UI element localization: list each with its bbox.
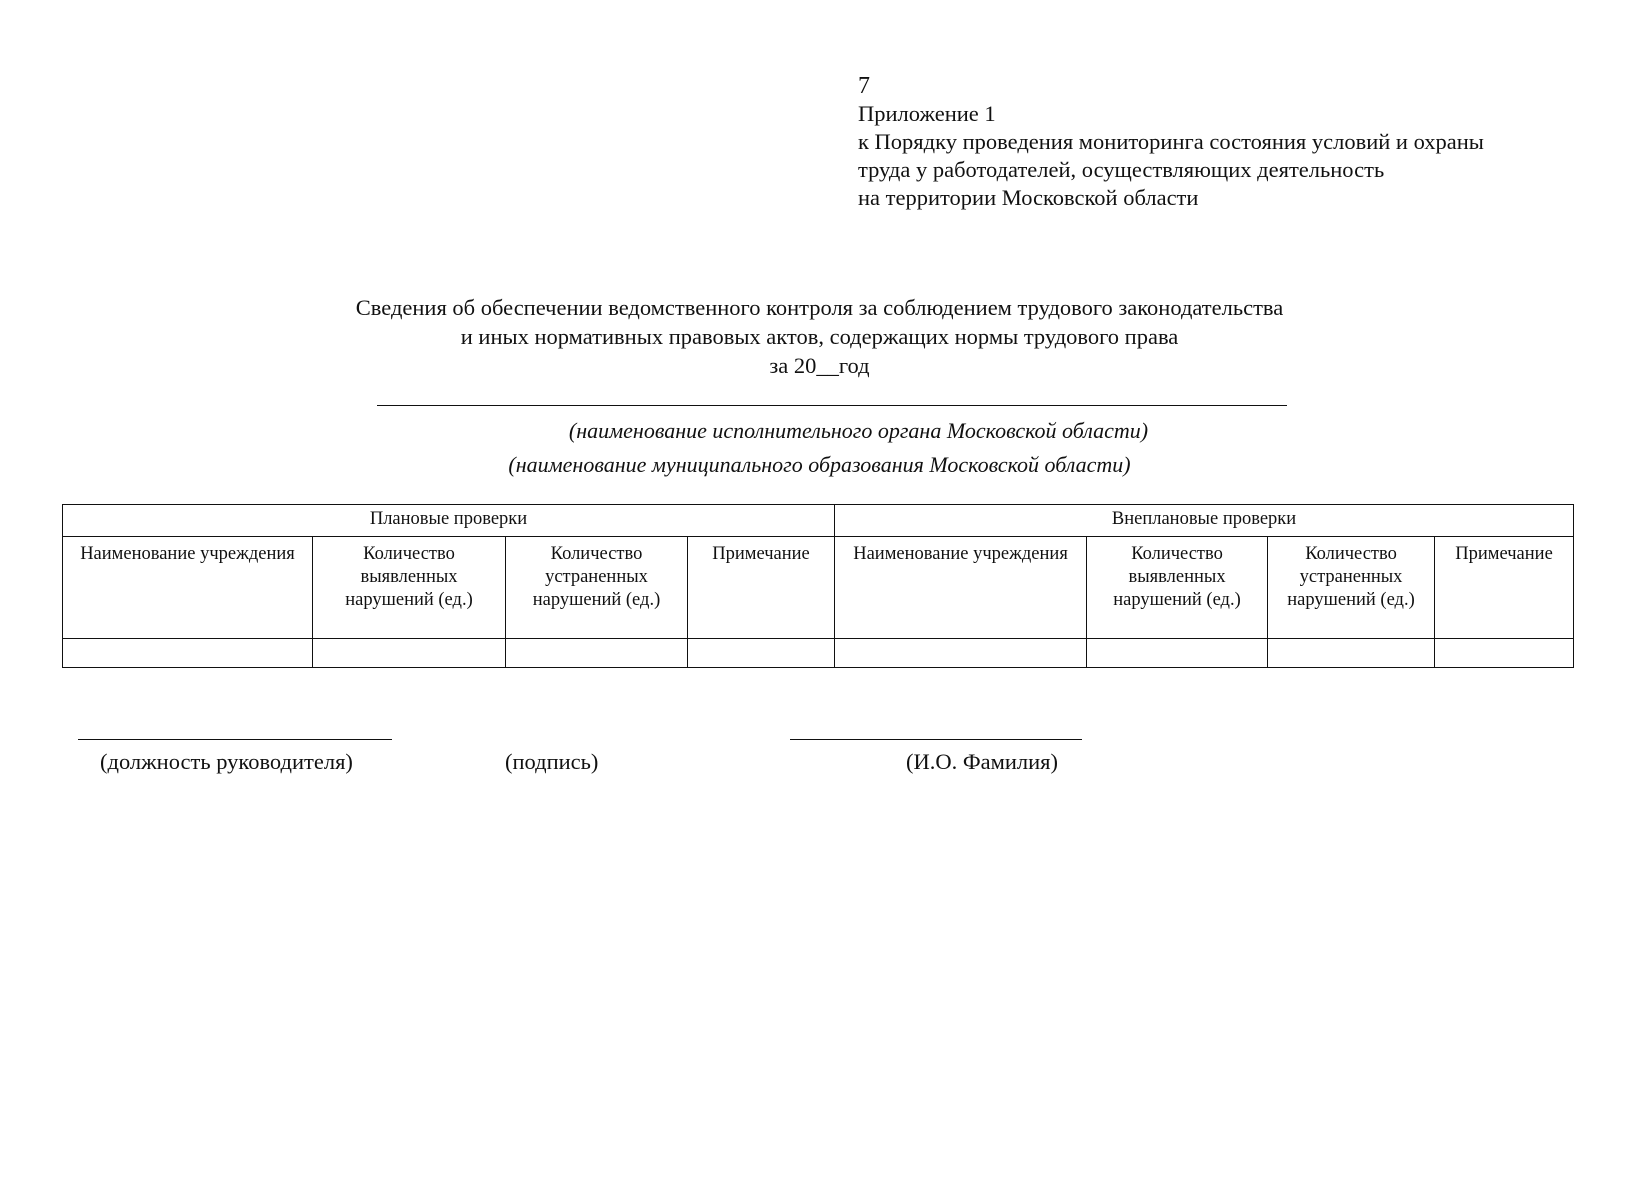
org-captions: (наименование исполнительного органа Мос… bbox=[0, 414, 1639, 482]
table-cell bbox=[312, 638, 506, 668]
table-cell bbox=[1267, 638, 1436, 668]
table-row bbox=[62, 638, 1575, 668]
document-title-year: за 20__год bbox=[769, 353, 870, 378]
position-fill-line bbox=[78, 739, 392, 740]
appendix-line: на территории Московской области bbox=[858, 185, 1199, 210]
executive-body-caption: (наименование исполнительного органа Мос… bbox=[568, 418, 1149, 443]
column-header: Наименование учреждения bbox=[62, 536, 313, 639]
full-name-caption: (И.О. Фамилия) bbox=[906, 749, 1059, 774]
name-fill-line bbox=[790, 739, 1082, 740]
inspection-table: Плановые проверки Внеплановые проверки Н… bbox=[61, 504, 1575, 668]
column-header: Примечание bbox=[1434, 536, 1575, 639]
column-header: Наименование учреждения bbox=[834, 536, 1088, 639]
appendix-line: труда у работодателей, осуществляющих де… bbox=[858, 157, 1385, 182]
column-header: Примечание bbox=[686, 536, 836, 639]
table-cell bbox=[505, 638, 688, 668]
table-cell bbox=[1086, 638, 1269, 668]
column-header: Количество устраненных нарушений (ед.) bbox=[505, 536, 688, 639]
appendix-title: Приложение 1 bbox=[858, 101, 996, 126]
appendix-header: Приложение 1 к Порядку проведения монито… bbox=[858, 100, 1484, 212]
document-title: Сведения об обеспечении ведомственного к… bbox=[0, 293, 1639, 380]
table-group-row: Плановые проверки Внеплановые проверки bbox=[61, 504, 1575, 537]
table-header-row: Наименование учреждения Количество выявл… bbox=[62, 536, 1575, 639]
planned-inspections-header: Плановые проверки bbox=[61, 504, 836, 537]
column-header: Количество устраненных нарушений (ед.) bbox=[1267, 536, 1436, 639]
appendix-line: к Порядку проведения мониторинга состоян… bbox=[858, 129, 1484, 154]
document-title-line: и иных нормативных правовых актов, содер… bbox=[460, 324, 1179, 349]
signature-caption: (подпись) bbox=[505, 749, 599, 774]
document-title-line: Сведения об обеспечении ведомственного к… bbox=[355, 295, 1284, 320]
position-caption: (должность руководителя) bbox=[100, 749, 353, 774]
column-header: Количество выявленных нарушений (ед.) bbox=[312, 536, 506, 639]
table-cell bbox=[62, 638, 313, 668]
page-number: 7 bbox=[858, 73, 870, 99]
column-header: Количество выявленных нарушений (ед.) bbox=[1086, 536, 1269, 639]
unplanned-inspections-header: Внеплановые проверки bbox=[834, 504, 1575, 537]
municipality-caption: (наименование муниципального образования… bbox=[508, 452, 1131, 477]
table-cell bbox=[1434, 638, 1575, 668]
table-cell bbox=[686, 638, 836, 668]
org-name-fill-line bbox=[377, 405, 1287, 406]
table-cell bbox=[834, 638, 1088, 668]
